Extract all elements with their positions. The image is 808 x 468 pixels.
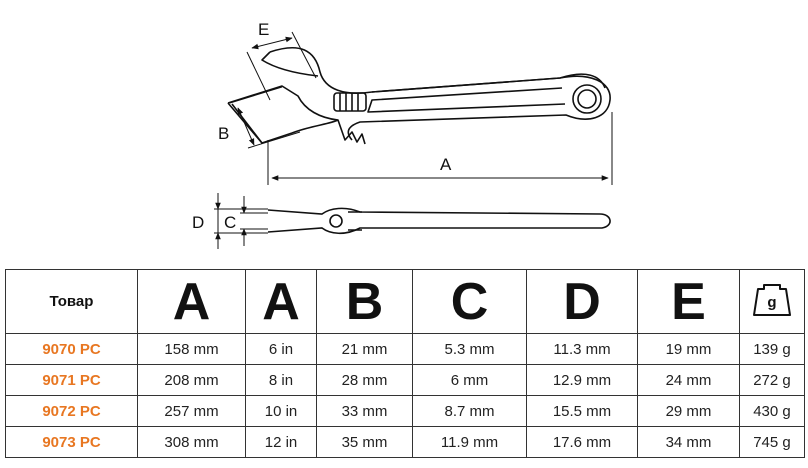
- wrench-top-view: [267, 207, 611, 235]
- cell-b: 28 mm: [316, 364, 413, 396]
- cell-c: 8.7 mm: [412, 395, 527, 427]
- cell-e: 29 mm: [637, 395, 740, 427]
- cell-d: 17.6 mm: [526, 426, 638, 458]
- cell-c: 6 mm: [412, 364, 527, 396]
- cell-a-in: 8 in: [245, 364, 317, 396]
- dim-label-b: B: [218, 124, 229, 143]
- product-code: 9070 PC: [5, 333, 138, 365]
- dimension-c-d: D C: [192, 193, 268, 249]
- weight-icon: g: [753, 284, 791, 316]
- cell-e: 24 mm: [637, 364, 740, 396]
- dim-label-d: D: [192, 213, 204, 232]
- cell-weight: 139 g: [739, 333, 805, 365]
- product-code: 9071 PC: [5, 364, 138, 396]
- cell-d: 12.9 mm: [526, 364, 638, 396]
- product-column-header: Товар: [5, 269, 138, 334]
- cell-a-in: 12 in: [245, 426, 317, 458]
- column-header-d: D: [526, 269, 638, 334]
- product-code: 9072 PC: [5, 395, 138, 427]
- cell-a-mm: 208 mm: [137, 364, 246, 396]
- cell-d: 15.5 mm: [526, 395, 638, 427]
- dimension-b: B: [218, 86, 301, 149]
- column-header-b: B: [316, 269, 413, 334]
- cell-e: 34 mm: [637, 426, 740, 458]
- cell-a-mm: 308 mm: [137, 426, 246, 458]
- column-header-a-mm: A: [137, 269, 246, 334]
- cell-weight: 430 g: [739, 395, 805, 427]
- column-header-a-in: A: [245, 269, 317, 334]
- dim-label-c: C: [224, 213, 236, 232]
- cell-c: 5.3 mm: [412, 333, 527, 365]
- wrench-drawing: E B A D C: [192, 20, 613, 249]
- cell-a-in: 6 in: [245, 333, 317, 365]
- column-header-c: C: [412, 269, 527, 334]
- column-header-weight: g: [739, 269, 805, 334]
- product-code: 9073 PC: [5, 426, 138, 458]
- column-header-e: E: [637, 269, 740, 334]
- cell-b: 35 mm: [316, 426, 413, 458]
- cell-a-mm: 158 mm: [137, 333, 246, 365]
- cell-c: 11.9 mm: [412, 426, 527, 458]
- weight-unit-label: g: [767, 294, 776, 311]
- dimension-e: E: [246, 20, 317, 101]
- cell-d: 11.3 mm: [526, 333, 638, 365]
- table-header-row: Товар A A B C D E g: [5, 269, 805, 334]
- dim-label-a: A: [440, 155, 452, 174]
- dimension-a: A: [267, 112, 613, 185]
- wrench-side-view: [227, 47, 611, 145]
- dim-label-e: E: [258, 20, 269, 39]
- cell-a-in: 10 in: [245, 395, 317, 427]
- cell-b: 21 mm: [316, 333, 413, 365]
- cell-weight: 745 g: [739, 426, 805, 458]
- cell-b: 33 mm: [316, 395, 413, 427]
- cell-weight: 272 g: [739, 364, 805, 396]
- cell-e: 19 mm: [637, 333, 740, 365]
- cell-a-mm: 257 mm: [137, 395, 246, 427]
